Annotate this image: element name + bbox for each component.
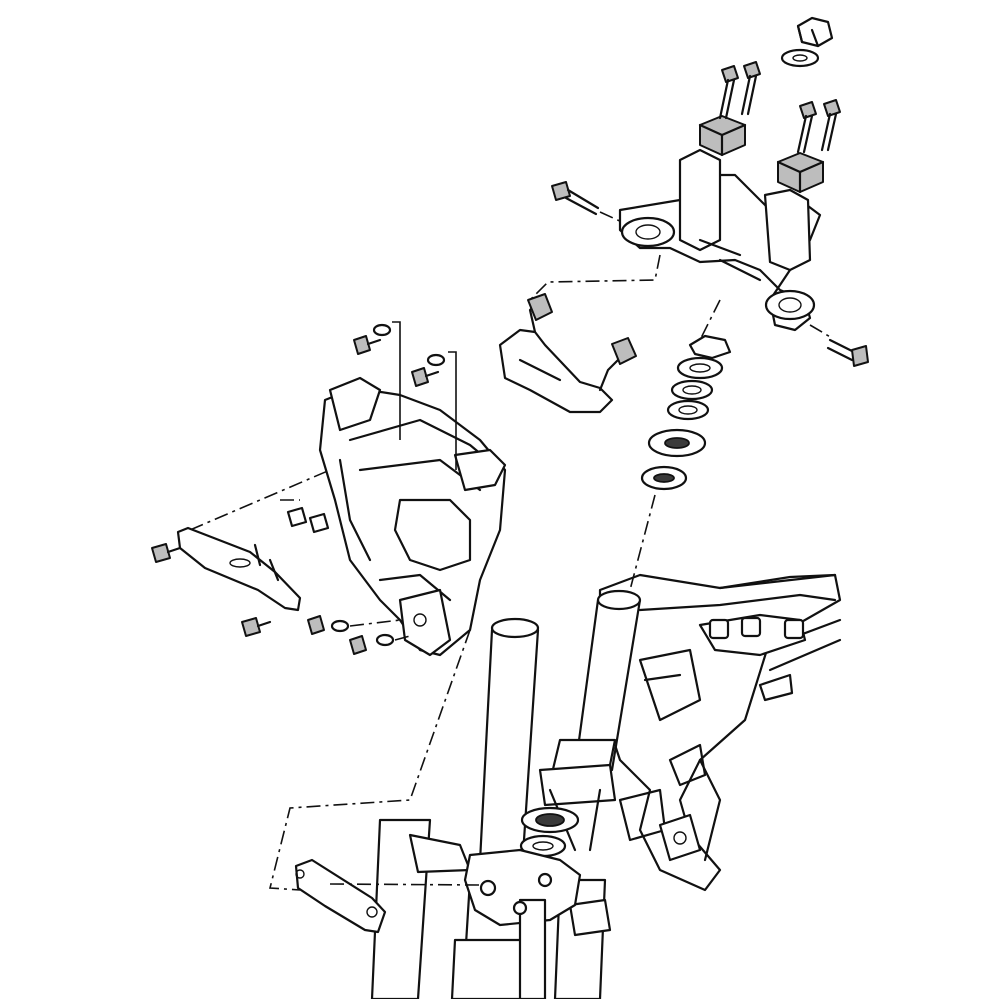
triple-clamp-pinch-bolt-right <box>809 324 869 367</box>
top-washer <box>780 48 820 68</box>
frame <box>598 573 842 892</box>
handlebar-riser-clamp-right <box>776 152 825 194</box>
front-fork-right <box>370 818 472 999</box>
bearing-race <box>640 465 688 491</box>
bearing-seal <box>666 399 710 421</box>
headlight-bracket <box>498 293 637 414</box>
adjusting-nut-lower <box>670 379 714 401</box>
riser-bolts <box>718 61 841 154</box>
lock-washer <box>688 334 732 360</box>
lower-bracket <box>294 858 481 934</box>
adjusting-nut-upper <box>676 356 724 380</box>
clip-nuts <box>286 506 330 534</box>
handlebar-riser-clamp-left <box>698 115 747 157</box>
housing-screws-top <box>353 321 457 470</box>
housing-screws-bottom <box>307 615 411 655</box>
lower-triple-clamp <box>463 848 582 999</box>
top-nut <box>796 16 834 48</box>
bracket-plate-bolts <box>151 543 272 637</box>
headlight-housing <box>318 376 507 657</box>
upper-triple-clamp <box>618 148 822 332</box>
bracket-plate <box>176 526 302 612</box>
steering-stem <box>538 589 642 852</box>
lower-bearing <box>519 806 580 858</box>
triple-clamp-pinch-bolt-left <box>551 181 623 223</box>
upper-bearing <box>647 428 707 458</box>
